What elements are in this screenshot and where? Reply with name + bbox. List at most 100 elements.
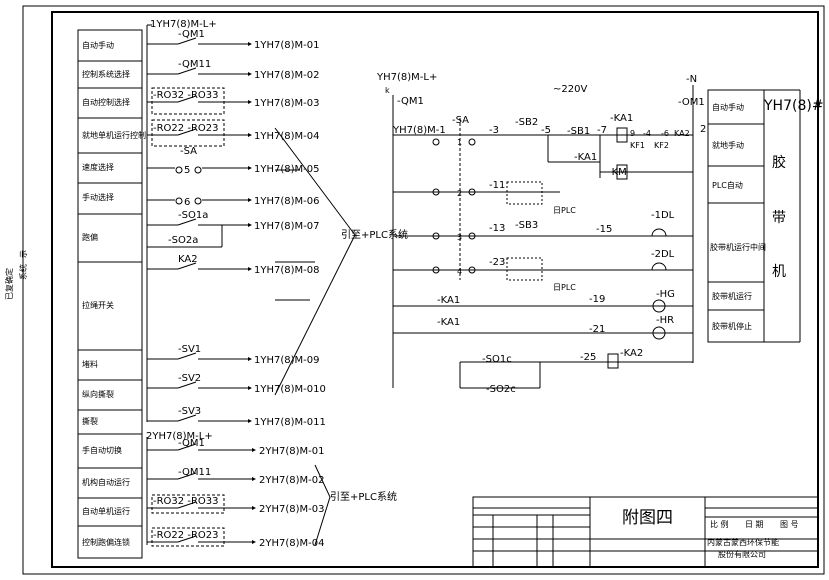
svg-text:-N: -N (686, 74, 697, 85)
output-label: 1YH7(8)M-08 (254, 265, 319, 276)
svg-text:1: 1 (457, 138, 462, 147)
svg-text:-3: -3 (489, 125, 499, 136)
svg-text:-KA1: -KA1 (574, 152, 597, 163)
right-panel: YH7(8)# 胶 带 机 自动手动 就地手动 PLC自动 胶带机运行中间 胶带… (707, 89, 824, 343)
figure-title: 附图四 (622, 508, 673, 528)
left-panel-label: 手动选择 (82, 192, 114, 202)
svg-text:-13: -13 (489, 223, 505, 234)
side-label-3: 示 (19, 250, 28, 258)
svg-text:-2DL: -2DL (651, 249, 675, 260)
svg-text:YH7(8)M-1: YH7(8)M-1 (392, 125, 446, 136)
output-label: 2YH7(8)M-03 (259, 504, 324, 515)
left-panel-label: 自动手动 (82, 40, 114, 50)
left-panel-label: 跑偏 (82, 232, 98, 242)
big-char-2: 带 (772, 210, 786, 226)
big-char-3: 机 (772, 264, 786, 280)
left-panel: 自动手动控制系统选择自动控制选择就地单机运行控制速度选择手动选择跑偏拉绳开关堵料… (77, 29, 146, 559)
svg-text:-SO2c: -SO2c (486, 384, 516, 395)
left-panel-label: 自动单机运行 (82, 506, 130, 516)
svg-text:-23: -23 (489, 257, 505, 268)
output-label: 2YH7(8)M-04 (259, 538, 324, 549)
contact-label: -SV2 (178, 373, 201, 384)
left-panel-label: 机构自动运行 (82, 477, 130, 487)
left-panel-label: 拉绳开关 (82, 300, 114, 310)
svg-text:-SB1: -SB1 (567, 126, 590, 137)
left-panel-label: 堵料 (82, 359, 98, 369)
side-label-2: 系统 (18, 264, 28, 280)
output-label: 1YH7(8)M-04 (254, 131, 319, 142)
svg-text:-25: -25 (580, 352, 596, 363)
svg-text:-HR: -HR (656, 315, 674, 326)
top-group: 1YH7(8)M-L+ -QM1 1YH7(8)M-01 -QM11 1YH7(8)M… (146, 19, 408, 428)
output-label: 2YH7(8)M-02 (259, 475, 324, 486)
svg-text:-7: -7 (597, 125, 607, 136)
output-label: 1YH7(8)M-01 (254, 40, 319, 51)
svg-text:-SB3: -SB3 (515, 220, 538, 231)
output-label: 1YH7(8)M-06 (254, 196, 319, 207)
svg-text:-4: -4 (643, 129, 651, 138)
top-bus-label: 1YH7(8)M-L+ (150, 19, 217, 30)
contact-label: -QM11 (178, 59, 211, 70)
to-plc-2: 引至+PLC系统 (330, 490, 397, 503)
contact-label: -RO22 -RO23 (153, 123, 218, 134)
big-char-1: 胶 (772, 154, 786, 171)
output-label: 1YH7(8)M-07 (254, 221, 319, 232)
svg-text:-KA1: -KA1 (437, 295, 460, 306)
left-panel-label: 控制系统选择 (82, 69, 130, 79)
output-label: 1YH7(8)M-02 (254, 70, 319, 81)
svg-text:-SB2: -SB2 (515, 117, 538, 128)
inner-frame (51, 11, 819, 568)
svg-text:日PLC: 日PLC (553, 206, 576, 215)
svg-text:-1DL: -1DL (651, 210, 675, 221)
svg-text:-15: -15 (596, 224, 612, 235)
svg-text:-11: -11 (489, 180, 505, 191)
contact-label: -SO2a (168, 235, 198, 246)
contact-label: -QM1 (178, 29, 205, 40)
svg-text:-SO1c: -SO1c (482, 354, 512, 365)
contact-label: -RO22 -RO23 (153, 530, 218, 541)
output-label: 1YH7(8)M-09 (254, 355, 319, 366)
svg-text:比 例: 比 例 (710, 519, 729, 529)
title-block: 附图四 内蒙古蒙西环保节能 股份有限公司 比 例 日 期 图 号 (472, 496, 819, 568)
svg-text:9: 9 (630, 129, 635, 138)
company-line-2: 股份有限公司 (718, 549, 766, 559)
svg-text:-OM1: -OM1 (678, 97, 705, 108)
control-circuit: YH7(8)M-L+ k -QM1 ~220V -N -OM1 YH7(8)M-… (376, 72, 706, 395)
left-panel-label: 手自动切换 (82, 445, 122, 455)
svg-text:日 期: 日 期 (745, 520, 764, 529)
contact-label: -SV3 (178, 406, 201, 417)
voltage-label: ~220V (553, 84, 587, 95)
svg-text:-KA2: -KA2 (620, 348, 643, 359)
left-panel-label: 速度选择 (82, 162, 114, 172)
left-panel-label: 就地单机运行控制 (82, 130, 146, 140)
bottom-bus-label: 2YH7(8)M-L+ (146, 431, 213, 442)
to-plc-1: 引至+PLC系统 (341, 228, 408, 241)
contact-label: -RO32 -RO33 (153, 496, 218, 507)
company-line-1: 内蒙古蒙西环保节能 (707, 537, 779, 547)
svg-text:胶带机运行中间: 胶带机运行中间 (710, 242, 766, 252)
svg-text:PLC自动: PLC自动 (712, 180, 743, 190)
svg-text:k: k (385, 86, 390, 95)
svg-text:自动手动: 自动手动 (712, 102, 744, 112)
svg-text:-19: -19 (589, 294, 605, 305)
svg-text:图 号: 图 号 (780, 520, 799, 529)
output-label: 1YH7(8)M-011 (254, 417, 326, 428)
output-label: 1YH7(8)M-03 (254, 98, 319, 109)
left-panel-label: 撕裂 (82, 416, 98, 426)
svg-text:-5: -5 (541, 125, 551, 136)
contact-label: -QM11 (178, 467, 211, 478)
svg-text:胶带机停止: 胶带机停止 (712, 321, 752, 331)
svg-text:KF2: KF2 (654, 141, 669, 150)
output-label: 2YH7(8)M-01 (259, 446, 324, 457)
sa-contact-6: 6 (184, 197, 190, 208)
svg-text:-QM1: -QM1 (397, 96, 424, 107)
left-panel-label: 自动控制选择 (82, 97, 130, 107)
svg-text:就地手动: 就地手动 (712, 140, 744, 150)
contact-label: KA2 (178, 254, 198, 265)
ctrl-bus-label: YH7(8)M-L+ (376, 72, 437, 83)
svg-text:-HG: -HG (656, 289, 675, 300)
svg-text:日PLC: 日PLC (553, 283, 576, 292)
svg-text:-21: -21 (589, 324, 605, 335)
contact-label: -SO1a (178, 210, 208, 221)
